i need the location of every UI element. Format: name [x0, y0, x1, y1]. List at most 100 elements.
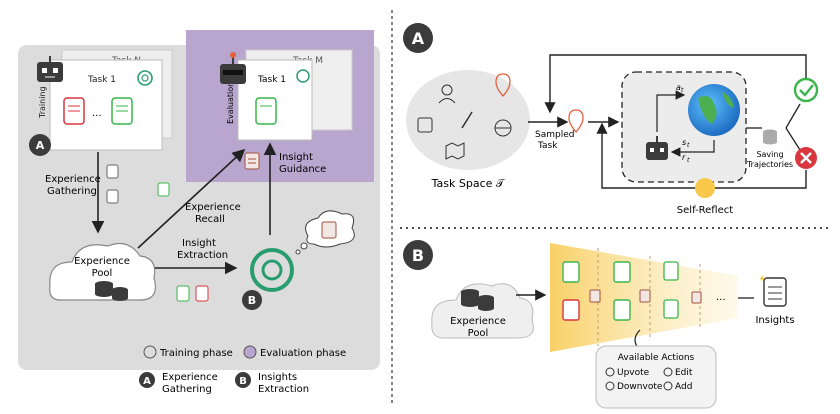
badge-a-right-label: A: [412, 29, 425, 48]
legend-b-label-2: Extraction: [258, 384, 309, 395]
database-icon: [95, 281, 128, 301]
map-question-icon: [445, 142, 465, 160]
success-branch: [785, 103, 801, 129]
sampled-task-location-icon: [568, 109, 584, 133]
experience-recall-label-2: Recall: [195, 214, 225, 225]
legend-badge-b: [235, 372, 251, 388]
calendar-question-icon: [417, 117, 433, 133]
training-label: Training: [38, 86, 47, 119]
legend-training-phase: Training phase: [159, 348, 233, 359]
robot-icon-right: [646, 136, 668, 160]
success-check-icon: [793, 77, 819, 103]
badge-a-left-label: A: [36, 139, 45, 152]
task-1-training-label: Task 1: [87, 75, 116, 85]
experience-pool-label-1: Experience: [74, 256, 130, 267]
legend-b-label-1: Insights: [258, 372, 297, 383]
available-actions-title: Available Actions: [618, 353, 695, 363]
experience-gathering-label-2: Gathering: [47, 186, 97, 197]
legend: Training phase Evaluation phase A Experi…: [139, 345, 346, 395]
experience-recall-label-1: Experience: [185, 202, 241, 213]
gpt-icon-evaluation: [296, 69, 310, 83]
success-loop-arrow: [544, 54, 807, 114]
insight-guidance-label-2: Guidance: [279, 164, 326, 175]
right-panel-b: B Experience Pool: [403, 240, 795, 409]
experience-pool-b-label-2: Pool: [468, 328, 489, 339]
fail-x-icon: [795, 147, 817, 169]
legend-badge-a: [139, 372, 155, 388]
svg-text:✦: ✦: [758, 274, 766, 285]
action-arrow: [656, 90, 686, 132]
evaluation-label: Evaluation: [226, 82, 235, 124]
upvote-icon: [605, 367, 615, 377]
pencil-question-icon: [461, 111, 473, 129]
globe-question-icon: [494, 119, 512, 137]
trajectory-docs-icons: [562, 261, 702, 321]
add-label: Add: [675, 382, 692, 392]
database-icon-right: [763, 129, 777, 145]
insights-scroll-icon: ✦: [758, 274, 787, 307]
insight-guidance-label-1: Insight: [279, 152, 313, 163]
available-actions-card: Available Actions Upvote Edit Downvote A…: [595, 345, 717, 409]
experience-pool-cloud-right: Experience Pool: [431, 283, 534, 339]
legend-a-label-2: Gathering: [162, 384, 212, 395]
fail-branch: [785, 127, 801, 151]
database-icon-b: [461, 289, 494, 311]
right-panel-a: A Task Space 𝒯 Sampled Task: [403, 23, 819, 216]
task-space-label: Task Space 𝒯: [431, 177, 506, 190]
training-ellipsis: ...: [92, 108, 102, 119]
reward-subscript: t: [687, 157, 690, 164]
experience-gathering-label-1: Experience: [45, 174, 101, 185]
person-question-icon: [438, 84, 456, 104]
gpt-icon: [137, 70, 153, 86]
badge-b-left-label: B: [248, 294, 256, 307]
sampled-task-label-2: Task: [537, 141, 558, 151]
legend-a-label-1: Experience: [162, 372, 218, 383]
insight-extraction-label-1: Insight: [182, 238, 216, 249]
success-trajectory-doc-icon-evaluation: [255, 97, 277, 125]
badge-b-right: [403, 240, 433, 270]
edit-label: Edit: [675, 368, 693, 378]
badge-b-left: [242, 290, 262, 310]
badge-b-right-label: B: [412, 246, 424, 265]
add-icon: [663, 381, 673, 391]
saving-trajectories-label-1: Saving: [756, 150, 783, 159]
action-subscript: t: [681, 87, 684, 94]
experience-recall-arrow: [137, 148, 246, 249]
task-1-evaluation-label: Task 1: [257, 75, 286, 85]
upvote-label: Upvote: [617, 368, 650, 378]
robot-sunglasses-icon: [220, 52, 246, 84]
observation-arrow: [670, 140, 715, 157]
badge-a-left: [29, 134, 51, 156]
experience-pool-label-2: Pool: [92, 268, 113, 279]
robot-icon: [37, 56, 63, 82]
experience-pool-b-label-1: Experience: [450, 316, 506, 327]
badge-a-right: [403, 23, 433, 53]
legend-evaluation-phase: Evaluation phase: [260, 348, 346, 359]
scroll-icon-guidance: [244, 152, 260, 170]
task-space-ellipse: [406, 70, 530, 170]
success-trajectory-doc-icon: [111, 97, 133, 125]
reward-symbol: r: [682, 153, 686, 162]
location-question-icon: [495, 73, 511, 97]
self-reflect-label: Self-Reflect: [677, 205, 733, 216]
extraction-docs-icon: [176, 285, 209, 302]
sampled-task-label-1: Sampled: [535, 130, 574, 140]
edit-icon: [663, 367, 673, 377]
state-symbol: s: [682, 138, 686, 147]
action-symbol: a: [676, 83, 681, 92]
saving-trajectories-label-2: Trajectories: [746, 160, 793, 169]
thinking-face-icon: [695, 178, 715, 198]
experience-pool-cloud: Experience Pool: [49, 243, 156, 301]
insight-extraction-label-2: Extraction: [177, 250, 228, 261]
thought-bubble-icon: [295, 210, 355, 255]
left-panel: Task N Task 1 Training ... A: [18, 30, 380, 395]
legend-badge-b-letter: B: [239, 376, 247, 387]
fail-trajectory-doc-icon: [63, 97, 85, 125]
batch-ellipsis: ...: [716, 292, 726, 303]
downvote-icon: [605, 381, 615, 391]
legend-badge-a-letter: A: [143, 376, 151, 387]
insights-label: Insights: [755, 315, 794, 326]
downvote-label: Downvote: [617, 382, 663, 392]
state-subscript: t: [687, 142, 690, 149]
